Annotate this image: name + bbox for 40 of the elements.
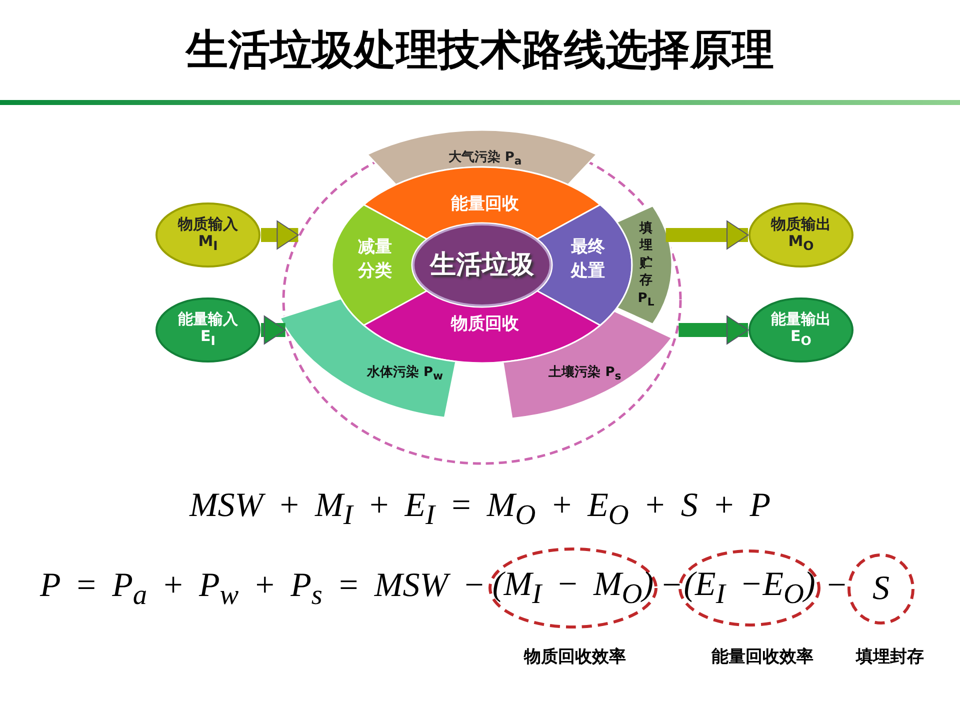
title: 生活垃圾处理技术路线选择原理 [184, 24, 775, 76]
block-arrow [666, 220, 748, 250]
equation-text: P = P$_{a}$ + P$_{w}$ + P$_{s}$ = MSW − [40, 567, 486, 612]
formula-text: (M$_{I}$ − M$_{O}$) [492, 564, 654, 612]
equation-text: − [825, 567, 848, 605]
block-arrow [678, 316, 748, 344]
node-label: 减量分类 [356, 236, 393, 283]
dashed-ellipse [847, 553, 915, 625]
caption-text: 能量回收效率 [710, 646, 814, 668]
dashed-ellipse [488, 547, 658, 629]
input-ellipse [155, 297, 261, 363]
caption-text: 物质回收效率 [522, 646, 627, 668]
node-label: M$_{I}$ [198, 233, 218, 254]
node-label: E$_{I}$ [200, 328, 216, 349]
equation-text: − [660, 567, 683, 605]
node-label: 填埋贮存P$_{L}$ [636, 220, 656, 310]
node-label: 物质回收 [451, 315, 519, 335]
equation-text: MSW + M$_{I}$ + E$_{I}$ = M$_{O}$ + E$_{O}$ + S + P [188, 487, 772, 532]
block-arrow [261, 316, 286, 344]
center-ellipse [412, 223, 552, 307]
output-ellipse [748, 202, 854, 268]
node-label: 物质输入 [178, 216, 238, 234]
formula-text: S [872, 569, 890, 609]
formula-text: (E$_{I}$ −E$_{O}$) [684, 564, 816, 612]
node-label: 能量回收 [451, 195, 519, 215]
node-label: 水体污染 P$_{w}$ [366, 366, 444, 384]
node-label: 生活垃圾 [430, 250, 534, 280]
node-label: 土壤污染 P$_{s}$ [548, 366, 622, 384]
caption-text: 填埋封存 [854, 646, 925, 668]
node-label: 最终处置 [570, 236, 606, 283]
node-label: M$_{O}$ [788, 233, 814, 254]
input-ellipse [155, 202, 261, 268]
node-label: 能量输入 [178, 311, 238, 328]
node-label: 能量输出 [771, 311, 831, 328]
node-label: E$_{O}$ [790, 328, 812, 349]
output-ellipse [748, 297, 854, 363]
node-label: 物质输出 [771, 216, 831, 234]
block-arrow [261, 220, 299, 250]
node-label: 大气污染 P$_{a}$ [448, 151, 522, 169]
dashed-ellipse [678, 549, 821, 627]
